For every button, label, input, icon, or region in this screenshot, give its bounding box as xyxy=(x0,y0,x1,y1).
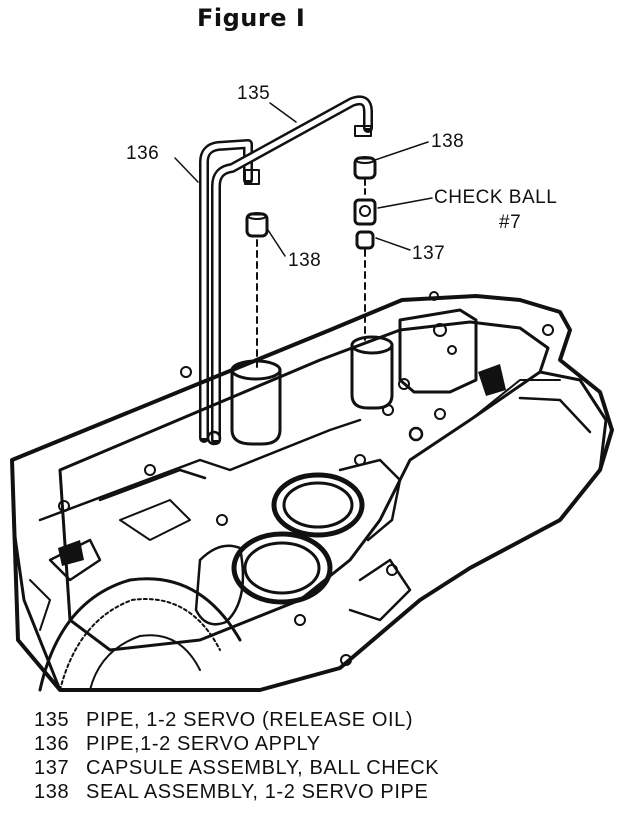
seal-top xyxy=(353,156,377,180)
legend-description: SEAL ASSEMBLY, 1-2 SERVO PIPE xyxy=(86,781,429,803)
callout-138-top: 138 xyxy=(431,131,464,152)
legend-number: 136 xyxy=(34,733,70,755)
legend-description: PIPE,1-2 SERVO APPLY xyxy=(86,733,321,755)
legend-number: 137 xyxy=(34,757,70,779)
gear-partial xyxy=(38,577,242,692)
figure-title: Figure I xyxy=(197,4,306,32)
callout-137: 137 xyxy=(412,243,445,264)
callout-138-left: 138 xyxy=(288,250,321,271)
callout-136: 136 xyxy=(126,143,159,164)
legend-description: CAPSULE ASSEMBLY, BALL CHECK xyxy=(86,757,440,779)
transmission-case-illustration: 135 136 138 CHECK BALL #7 137 138 xyxy=(10,83,614,692)
legend-item: 137 CAPSULE ASSEMBLY, BALL CHECK xyxy=(34,756,439,780)
check-ball-capsule xyxy=(353,179,377,341)
servo-bore-lower xyxy=(231,531,333,605)
legend-description: PIPE, 1-2 SERVO (RELEASE OIL) xyxy=(86,709,414,731)
legend-item: 138 SEAL ASSEMBLY, 1-2 SERVO PIPE xyxy=(34,780,439,804)
parts-legend: 135 PIPE, 1-2 SERVO (RELEASE OIL) 136 PIPE… xyxy=(34,708,439,804)
servo-bore-upper xyxy=(271,472,365,538)
servo-pipes xyxy=(199,95,373,445)
legend-number: 138 xyxy=(34,781,70,803)
leader-lines xyxy=(174,102,433,257)
seal-left xyxy=(245,212,269,371)
callout-check-ball-number: #7 xyxy=(499,212,521,233)
legend-item: 136 PIPE,1-2 SERVO APPLY xyxy=(34,732,439,756)
legend-item: 135 PIPE, 1-2 SERVO (RELEASE OIL) xyxy=(34,708,439,732)
legend-number: 135 xyxy=(34,709,70,731)
transmission-case xyxy=(10,291,614,692)
callout-check-ball: CHECK BALL xyxy=(434,187,557,208)
callout-135: 135 xyxy=(237,83,270,104)
